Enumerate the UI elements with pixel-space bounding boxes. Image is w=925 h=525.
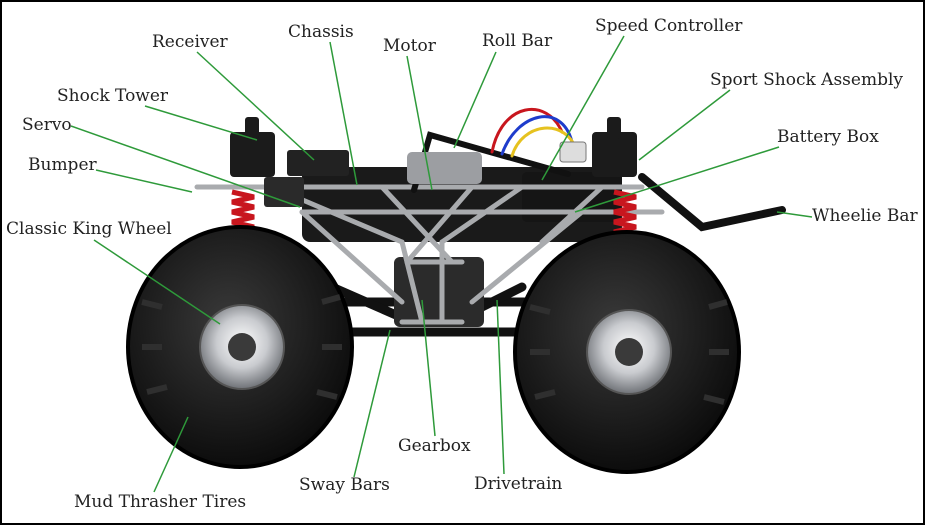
- servo-box: [264, 177, 304, 207]
- leader-drivetrain: [496, 299, 505, 475]
- receiver-box: [287, 150, 349, 176]
- wheelie-bar: [638, 173, 786, 232]
- label-chassis: Chassis: [288, 22, 354, 42]
- label-roll-bar: Roll Bar: [482, 31, 553, 51]
- leader-roll-bar: [453, 51, 497, 149]
- leader-lines: [70, 35, 813, 493]
- leader-chassis: [329, 41, 358, 186]
- motor-body: [407, 152, 482, 184]
- label-battery-box: Battery Box: [777, 127, 879, 147]
- right-wheel: [513, 230, 741, 474]
- left-wheel: [126, 225, 354, 469]
- leader-servo: [70, 125, 301, 208]
- label-mud-thrasher-tires: Mud Thrasher Tires: [74, 492, 247, 512]
- leader-bumper: [95, 169, 193, 193]
- leader-gearbox: [421, 299, 436, 437]
- label-wheelie-bar: Wheelie Bar: [812, 206, 918, 226]
- leader-motor: [406, 55, 433, 191]
- leader-battery-box: [574, 146, 780, 213]
- shock-towers: [230, 117, 637, 177]
- leader-shock-tower: [144, 105, 258, 141]
- label-sport-shock-assembly: Sport Shock Assembly: [710, 70, 904, 90]
- leader-wheelie-bar: [776, 211, 813, 218]
- label-motor: Motor: [383, 36, 436, 56]
- label-shock-tower: Shock Tower: [57, 86, 169, 106]
- leader-receiver: [196, 51, 315, 161]
- leader-speed-controller: [541, 35, 625, 181]
- leader-sway-bars: [353, 329, 391, 478]
- label-sway-bars: Sway Bars: [299, 475, 390, 495]
- leader-sport-shock: [638, 89, 731, 161]
- label-speed-controller: Speed Controller: [595, 16, 743, 36]
- label-servo: Servo: [22, 115, 72, 135]
- leader-classic-king-wheel: [93, 239, 221, 325]
- label-receiver: Receiver: [152, 32, 228, 52]
- label-gearbox: Gearbox: [398, 436, 471, 456]
- label-drivetrain: Drivetrain: [474, 474, 563, 494]
- label-classic-king-wheel: Classic King Wheel: [6, 219, 172, 239]
- leader-mud-thrasher: [153, 416, 189, 493]
- speed-controller-box: [559, 141, 587, 163]
- label-bumper: Bumper: [28, 155, 97, 175]
